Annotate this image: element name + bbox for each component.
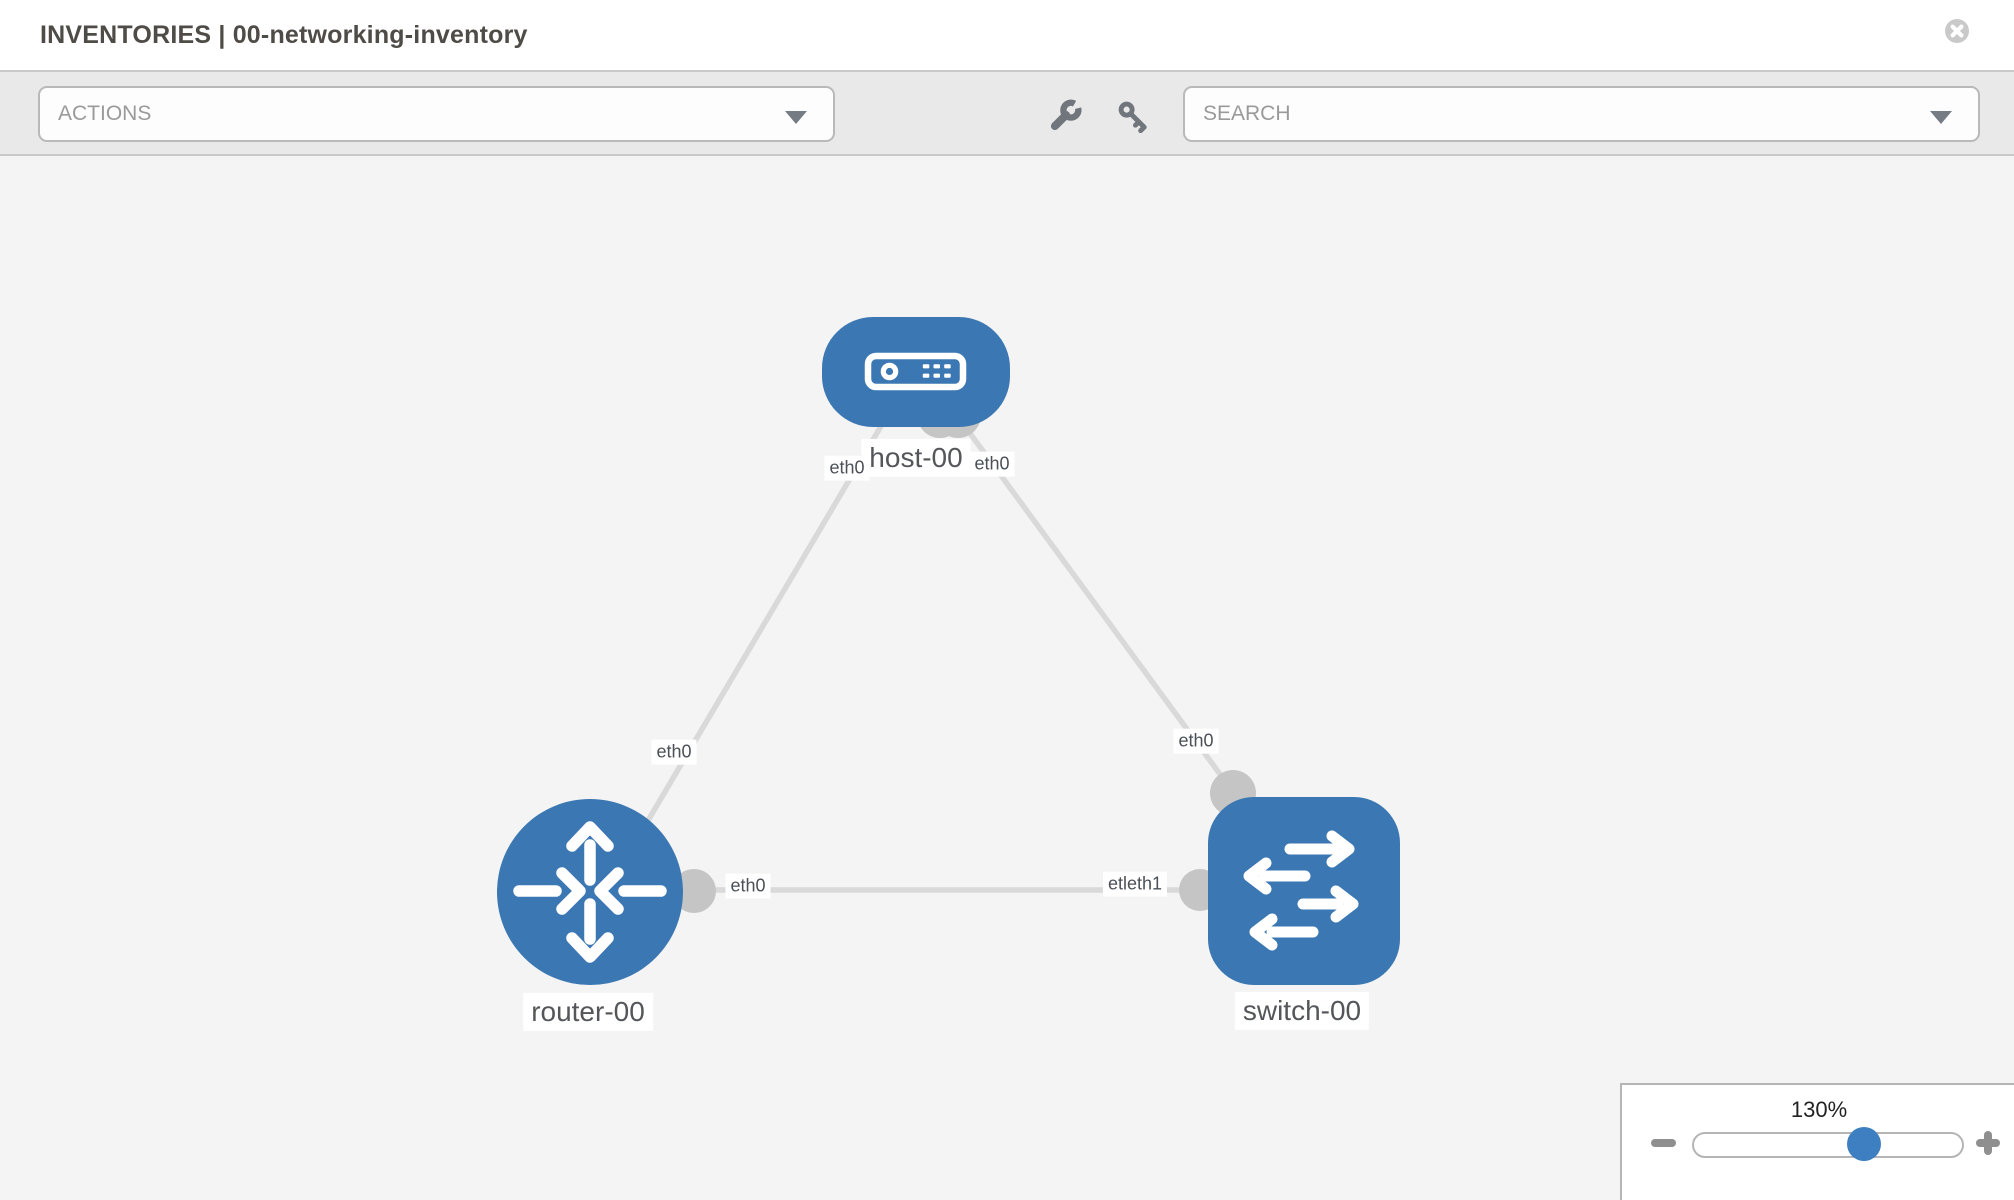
close-icon: [1945, 19, 1969, 43]
interface-connector-router: [672, 869, 716, 913]
key-icon: [1118, 101, 1147, 134]
server-icon: [864, 352, 967, 391]
switch-arrows-icon: [1243, 830, 1359, 951]
node-switch-00[interactable]: [1208, 797, 1400, 985]
iface-label-router-mid: eth0: [651, 739, 697, 765]
search-dropdown-value: SEARCH: [1203, 102, 1291, 125]
node-label-host: host-00: [861, 438, 971, 478]
node-label-router: router-00: [523, 992, 653, 1032]
zoom-slider-handle[interactable]: [1847, 1127, 1881, 1161]
close-button[interactable]: [1944, 18, 1970, 44]
zoom-slider-track[interactable]: [1692, 1132, 1964, 1158]
link-host-router[interactable]: [627, 409, 893, 853]
iface-label-host-left: eth0: [824, 455, 870, 481]
wrench-icon: [1050, 99, 1082, 131]
key-button[interactable]: [1116, 99, 1150, 134]
actions-dropdown[interactable]: ACTIONS: [38, 86, 835, 142]
search-dropdown[interactable]: SEARCH: [1183, 86, 1980, 142]
toolbar: ACTIONS SEARCH: [0, 70, 2014, 156]
plus-icon[interactable]: [1976, 1131, 2000, 1155]
actions-dropdown-value: ACTIONS: [58, 102, 152, 125]
node-label-switch: switch-00: [1234, 991, 1370, 1031]
minus-icon[interactable]: [1651, 1139, 1676, 1147]
zoom-level: 130%: [1790, 1097, 1848, 1122]
wrench-button[interactable]: [1048, 99, 1082, 133]
iface-label-router-right: eth0: [725, 873, 771, 899]
iface-label-host-right: eth0: [969, 451, 1015, 477]
iface-label-switch-left: etleth1: [1102, 871, 1168, 897]
router-arrows-icon: [513, 821, 667, 963]
zoom-panel: 130%: [1620, 1083, 2014, 1200]
header: INVENTORIES | 00-networking-inventory: [0, 0, 2014, 70]
chevron-down-icon: [1930, 111, 1952, 124]
topology-canvas[interactable]: host-00 router-00 switch-00 eth0 eth0 et…: [0, 156, 2014, 1200]
chevron-down-icon: [785, 111, 807, 124]
node-host-00[interactable]: [822, 317, 1010, 427]
iface-label-switch-mid: eth0: [1173, 728, 1219, 754]
page-title: INVENTORIES | 00-networking-inventory: [40, 21, 528, 49]
node-router-00[interactable]: [497, 799, 683, 985]
